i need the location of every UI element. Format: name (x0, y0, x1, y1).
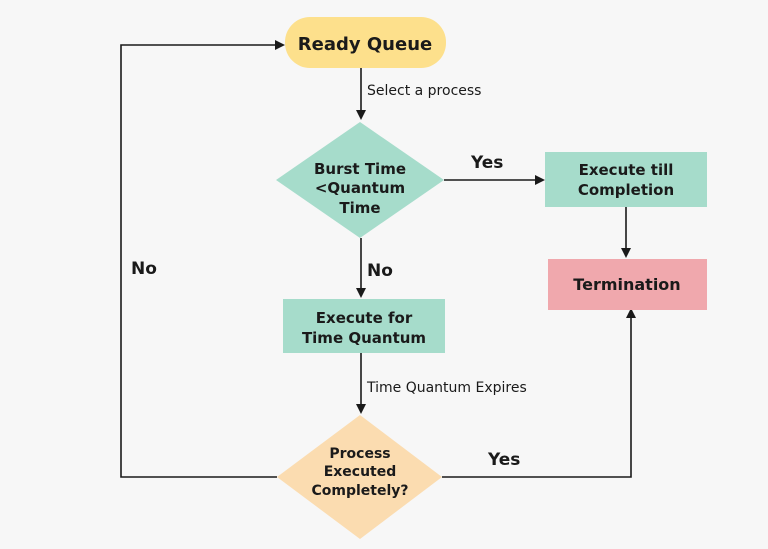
process-executed-line3: Completely? (311, 483, 408, 499)
process-executed-line1: Process (329, 446, 390, 462)
burst-time-diamond (276, 122, 444, 238)
execute-for-quantum-line2: Time Quantum (302, 329, 426, 347)
ready-queue-shape (285, 17, 446, 68)
termination-box (548, 259, 707, 310)
edges (120, 40, 636, 478)
execute-till-completion-line1: Execute till (579, 161, 674, 179)
label-select-process: Select a process (367, 83, 481, 99)
execute-till-completion-node: Execute till Completion (545, 152, 707, 207)
ready-queue-node: Ready Queue (285, 17, 446, 68)
burst-time-label-line2: <Quantum (315, 179, 405, 197)
burst-time-label-line1: Burst Time (314, 160, 406, 178)
burst-time-label-line3: Time (339, 199, 380, 217)
execute-for-quantum-node: Execute for Time Quantum (283, 299, 445, 353)
label-quantum-expires: Time Quantum Expires (366, 380, 527, 396)
burst-time-decision: Burst Time <Quantum Time (276, 122, 444, 238)
process-executed-diamond (277, 415, 442, 539)
process-executed-line2: Executed (324, 464, 397, 480)
label-burst-no: No (367, 261, 393, 281)
execute-till-completion-line2: Completion (578, 181, 674, 199)
label-burst-yes: Yes (470, 153, 503, 173)
label-completed-yes: Yes (487, 450, 520, 470)
label-completed-no: No (131, 259, 157, 279)
execute-for-quantum-box (283, 299, 445, 353)
execute-for-quantum-line1: Execute for (316, 309, 413, 327)
edge-completed-yes (442, 308, 636, 478)
execute-till-completion-box (545, 152, 707, 207)
termination-node: Termination (548, 259, 707, 310)
termination-label: Termination (573, 275, 680, 294)
edge-completed-no (120, 40, 285, 478)
ready-queue-label: Ready Queue (298, 34, 432, 55)
process-executed-decision: Process Executed Completely? (277, 415, 442, 539)
